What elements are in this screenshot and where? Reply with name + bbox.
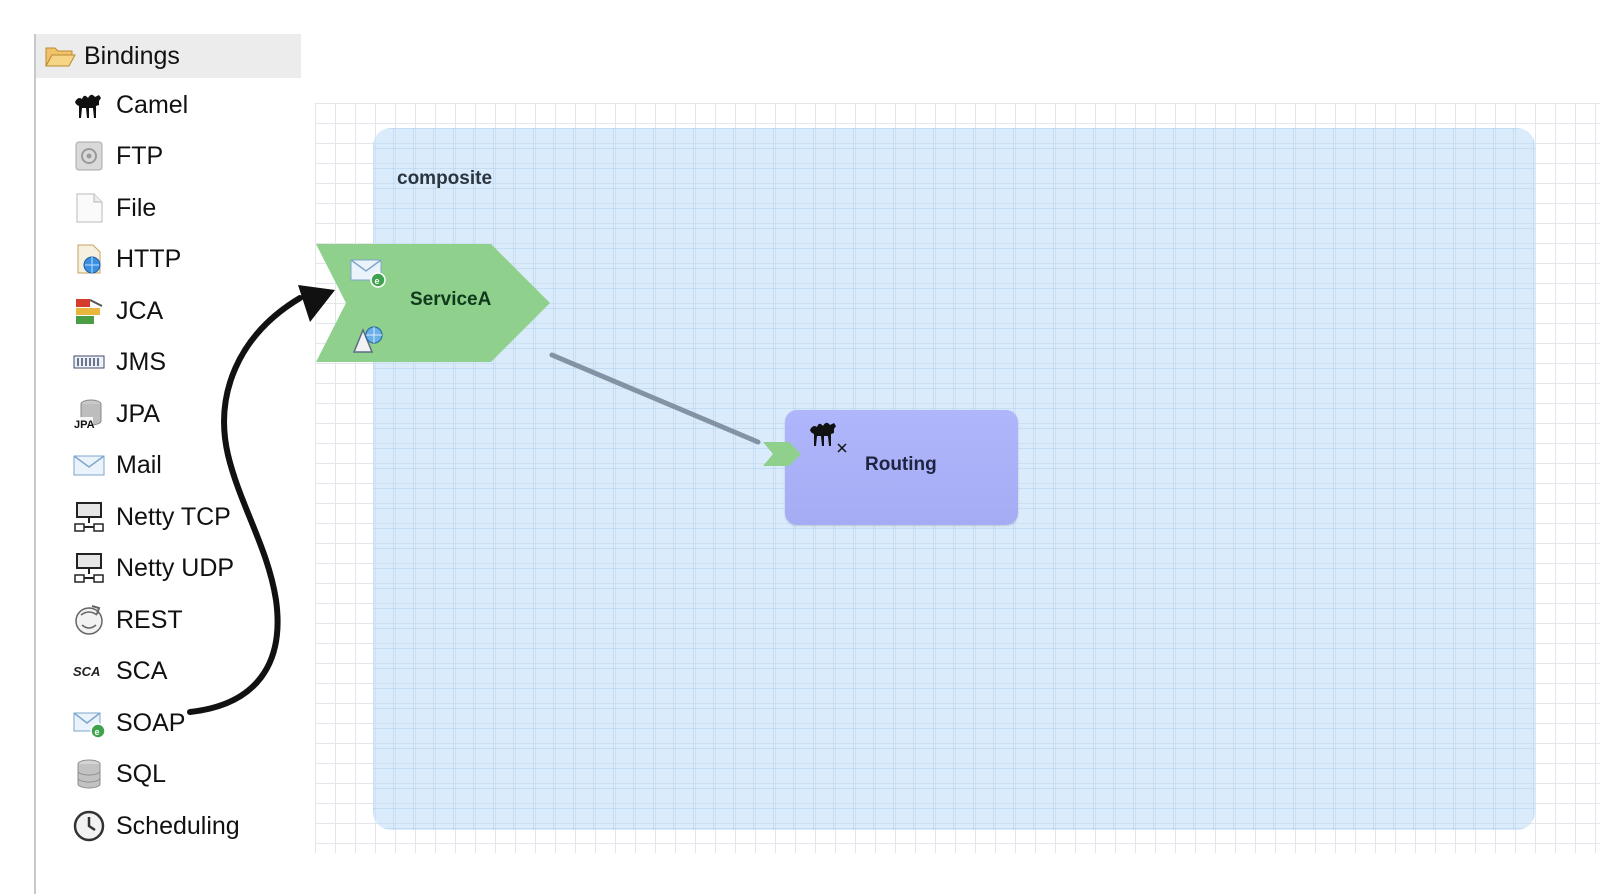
scheduling-icon: [72, 809, 106, 843]
sca-icon: SCA: [72, 654, 106, 688]
service-label: ServiceA: [410, 289, 492, 310]
interface-icon: [351, 323, 387, 355]
palette-item-label: Netty UDP: [116, 553, 235, 582]
palette-item-label: Netty TCP: [116, 502, 231, 531]
svg-text:e: e: [95, 727, 100, 737]
svg-text:SCA: SCA: [73, 664, 100, 679]
palette-item-jca[interactable]: JCA: [72, 291, 163, 331]
composite-container[interactable]: [373, 128, 1535, 830]
palette-item-label: Scheduling: [116, 811, 240, 840]
palette-item-label: SOAP: [116, 708, 186, 737]
jms-icon: [72, 345, 106, 379]
rest-icon: [72, 603, 106, 637]
svg-text:e: e: [375, 276, 380, 286]
wire-connection[interactable]: [540, 345, 780, 455]
palette-item-label: REST: [116, 605, 183, 634]
soap-icon: e: [349, 257, 389, 289]
svg-text:JPA: JPA: [74, 419, 95, 431]
camel-icon: [807, 416, 851, 456]
composite-label: composite: [397, 168, 493, 189]
palette-item-http[interactable]: HTTP: [72, 239, 181, 279]
palette-item-sca[interactable]: SCA SCA: [72, 651, 167, 691]
palette-item-ftp[interactable]: FTP: [72, 136, 163, 176]
palette-item-label: SCA: [116, 656, 168, 685]
palette-item-netty-udp[interactable]: Netty UDP: [72, 548, 234, 588]
palette-item-label: HTTP: [116, 244, 182, 273]
jpa-icon: JPA: [72, 397, 106, 431]
netty-tcp-icon: [72, 500, 106, 534]
palette-item-camel[interactable]: Camel: [72, 85, 188, 125]
palette-item-label: JPA: [116, 399, 160, 428]
palette-item-scheduling[interactable]: Scheduling: [72, 806, 240, 846]
palette-item-label: Mail: [116, 450, 162, 479]
jca-icon: [72, 294, 106, 328]
component-label: Routing: [865, 454, 937, 475]
file-icon: [72, 191, 106, 225]
palette-item-label: JCA: [116, 296, 164, 325]
palette-item-file[interactable]: File: [72, 188, 156, 228]
palette: Bindings Camel FTP File: [34, 34, 301, 894]
component-service-port[interactable]: [763, 441, 803, 467]
palette-item-rest[interactable]: REST: [72, 600, 183, 640]
soap-icon: e: [72, 706, 106, 740]
component-routing[interactable]: Routing: [785, 410, 1018, 525]
palette-item-jpa[interactable]: JPA JPA: [72, 394, 160, 434]
palette-item-label: JMS: [116, 347, 166, 376]
sql-icon: [72, 757, 106, 791]
folder-open-icon: [44, 44, 76, 68]
palette-drawer-label: Bindings: [84, 41, 180, 70]
palette-item-jms[interactable]: JMS: [72, 342, 166, 382]
palette-item-label: SQL: [116, 759, 167, 788]
palette-item-soap[interactable]: e SOAP: [72, 703, 185, 743]
mail-icon: [72, 448, 106, 482]
palette-item-label: FTP: [116, 141, 164, 170]
palette-item-sql[interactable]: SQL: [72, 754, 166, 794]
netty-udp-icon: [72, 551, 106, 585]
ftp-icon: [72, 139, 106, 173]
palette-item-netty-tcp[interactable]: Netty TCP: [72, 497, 231, 537]
palette-item-label: Camel: [116, 90, 189, 119]
http-icon: [72, 242, 106, 276]
palette-item-mail[interactable]: Mail: [72, 445, 162, 485]
palette-item-label: File: [116, 193, 157, 222]
camel-icon: [72, 88, 106, 122]
palette-drawer-bindings[interactable]: Bindings: [36, 34, 301, 78]
